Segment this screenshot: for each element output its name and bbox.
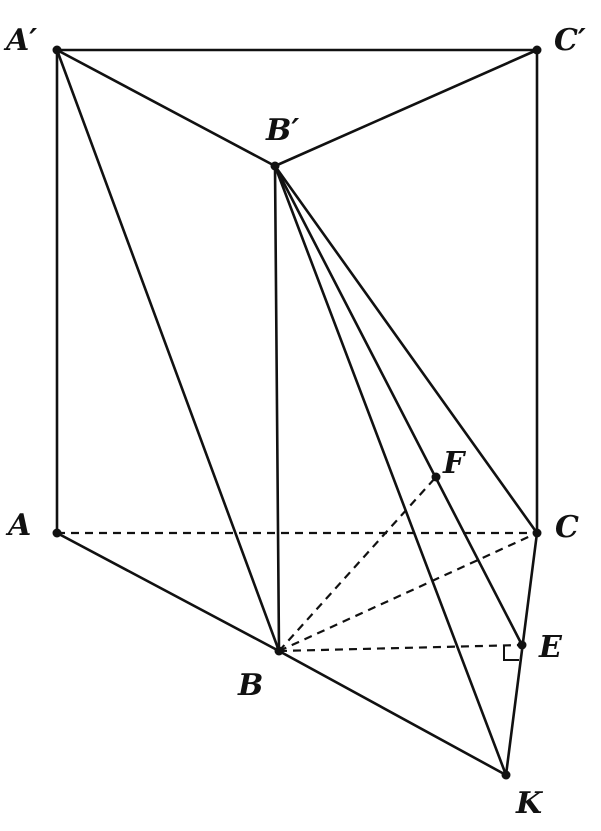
edge-b-prime-b <box>273 164 281 653</box>
label-e: E <box>538 630 563 665</box>
point-b-prime <box>270 161 280 171</box>
label-b-prime: B′ <box>265 113 299 148</box>
edge-b-prime-c-prime <box>273 48 539 168</box>
label-c-prime: C′ <box>554 23 586 58</box>
point-c-prime <box>532 45 542 55</box>
label-b: B <box>237 668 263 703</box>
right-angle-mark <box>503 645 519 661</box>
edge-a-prime-b-prime <box>55 48 277 168</box>
vertices <box>52 45 542 780</box>
point-a <box>52 528 62 538</box>
point-f <box>431 472 441 482</box>
edge-b-c <box>278 531 538 653</box>
point-e <box>517 640 527 650</box>
dashed-edges <box>57 476 538 653</box>
label-a: A <box>5 508 31 543</box>
edge-b-prime-c <box>273 164 539 535</box>
labels: A′ C′ B′ A C B E F K <box>3 23 586 821</box>
point-k <box>501 770 511 780</box>
edge-b-prime-k <box>273 164 508 777</box>
edge-c-k <box>504 531 539 777</box>
point-c <box>532 528 542 538</box>
point-a-prime <box>52 45 62 55</box>
solid-edges <box>55 48 539 777</box>
edge-b-e <box>278 643 523 653</box>
label-k: K <box>515 786 544 821</box>
edge-a-prime-b <box>55 48 281 653</box>
edge-b-f <box>278 476 437 652</box>
point-b <box>274 646 284 656</box>
label-c: C <box>555 510 579 545</box>
edge-b-k <box>277 649 508 777</box>
label-a-prime: A′ <box>3 23 37 58</box>
edge-a-b <box>55 531 281 653</box>
edge-b-prime-e <box>273 164 524 647</box>
label-f: F <box>442 446 467 481</box>
